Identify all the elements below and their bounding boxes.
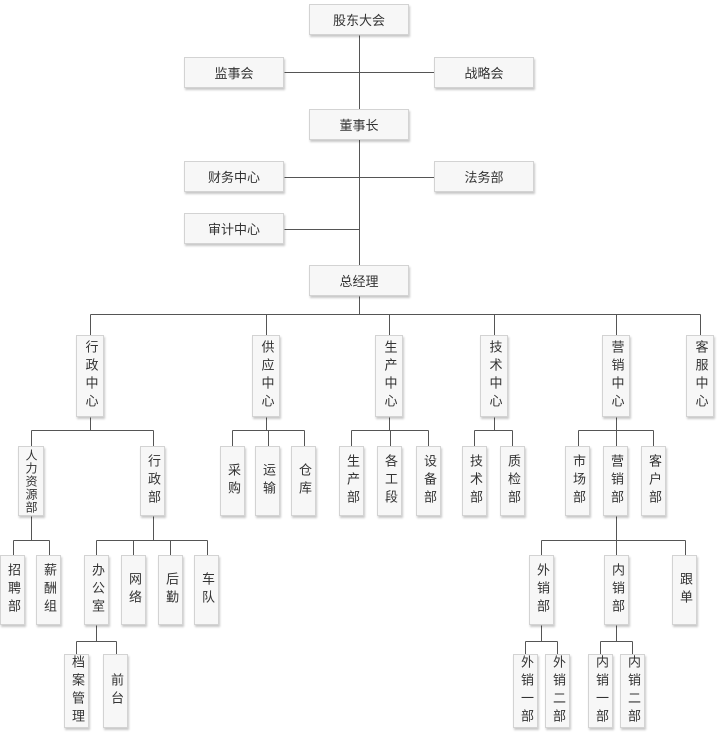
node-front-desk: 前台 (103, 654, 128, 728)
node-shareholders: 股东大会 (309, 4, 409, 35)
node-domestic-sales: 内销部 (604, 555, 629, 625)
node-legal-dept: 法务部 (434, 161, 534, 192)
node-follow-up: 跟单 (672, 555, 697, 625)
node-marketing-center: 营销中心 (602, 335, 630, 417)
node-market-dept: 市场部 (565, 446, 590, 516)
node-domestic-1: 内销一部 (588, 654, 613, 728)
node-qc-dept: 质检部 (500, 446, 525, 516)
node-finance-center: 财务中心 (184, 161, 284, 192)
node-recruiting: 招聘部 (0, 555, 25, 625)
node-equipment-dept: 设备部 (416, 446, 441, 516)
node-audit-center: 审计中心 (184, 213, 284, 244)
node-admin-dept: 行政部 (140, 446, 165, 516)
node-general-manager: 总经理 (309, 265, 409, 296)
node-export-1: 外销一部 (513, 654, 538, 728)
node-fleet: 车队 (194, 555, 219, 625)
node-production-center: 生产中心 (375, 335, 403, 417)
node-sales-dept: 营销部 (603, 446, 628, 516)
node-domestic-2: 内销二部 (620, 654, 645, 728)
node-compensation: 薪酬组 (36, 555, 61, 625)
node-transport: 运输 (255, 446, 280, 516)
node-office: 办公室 (84, 555, 109, 625)
node-export-2: 外销二部 (545, 654, 570, 728)
node-tech-dept: 技术部 (462, 446, 487, 516)
node-admin-center: 行政中心 (76, 335, 104, 417)
node-tech-center: 技术中心 (480, 335, 508, 417)
node-sections: 各工段 (377, 446, 402, 516)
node-warehouse: 仓库 (291, 446, 316, 516)
node-export-sales: 外销部 (529, 555, 554, 625)
node-hr-dept: 人力资源部 (18, 446, 44, 516)
node-network: 网络 (121, 555, 146, 625)
node-customer-center: 客服中心 (686, 335, 714, 417)
node-supervisory-board: 监事会 (184, 57, 284, 88)
node-archives: 档案管理 (64, 654, 89, 728)
node-strategy-committee: 战略会 (434, 57, 534, 88)
node-chairman: 董事长 (309, 109, 409, 140)
node-supply-center: 供应中心 (252, 335, 280, 417)
node-logistics: 后勤 (158, 555, 183, 625)
node-production-dept: 生产部 (339, 446, 364, 516)
node-client-dept: 客户部 (641, 446, 666, 516)
node-purchasing: 采购 (220, 446, 245, 516)
